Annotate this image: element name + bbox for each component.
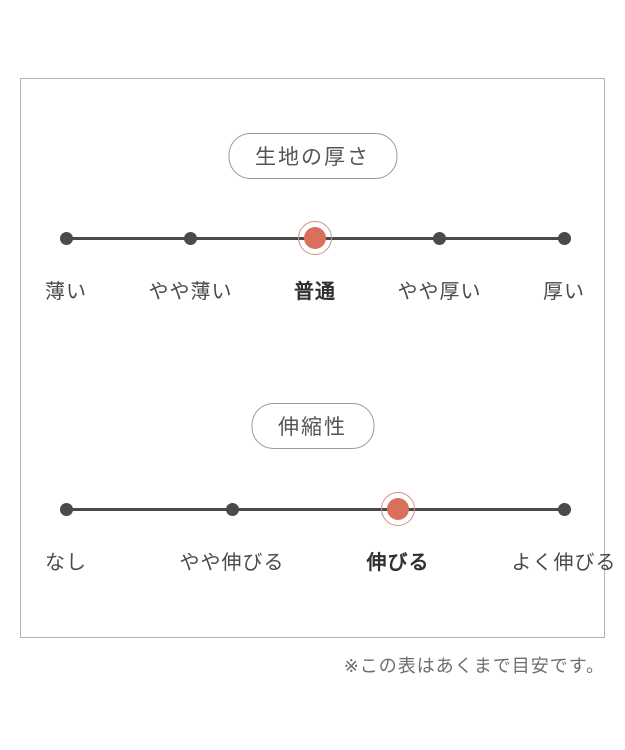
scale-level-label: やや伸びる [179, 552, 285, 574]
scale-dot [59, 502, 73, 516]
scale-level-label: なし [45, 552, 87, 574]
scale-dot [433, 231, 446, 245]
selected-dot [387, 498, 409, 520]
scale-dot [557, 502, 571, 516]
scale-level-label: 普通 [294, 281, 336, 303]
selected-dot [304, 227, 326, 249]
selected-dot-ring [381, 492, 415, 526]
scale-dot [59, 231, 73, 245]
scale-dot [225, 502, 239, 516]
scale-level-label: 伸びる [366, 552, 430, 574]
stretch-title-label: 伸縮性 [278, 416, 347, 439]
chart-border-box: 生地の厚さ 薄い やや薄い 普通 やや厚い 厚い 伸縮性 なし やや伸びる 伸びる よく伸びる [20, 78, 616, 638]
thickness-title-pill: 生地の厚さ [228, 133, 397, 179]
scale-level-label: やや薄い [148, 281, 233, 303]
scale-level-label: よく伸びる [511, 552, 617, 574]
stretch-title-pill: 伸縮性 [251, 403, 374, 449]
scale-level-label: 厚い [543, 281, 585, 303]
stretch-scale-line [66, 507, 564, 511]
scale-level-label: やや厚い [397, 281, 482, 303]
thickness-title-label: 生地の厚さ [255, 146, 370, 169]
scale-dot [184, 231, 197, 245]
scale-level-label: 薄い [45, 281, 87, 303]
scale-dot [557, 231, 571, 245]
selected-dot-ring [298, 221, 332, 255]
disclaimer-note: ※この表はあくまで目安です。 [343, 656, 605, 676]
